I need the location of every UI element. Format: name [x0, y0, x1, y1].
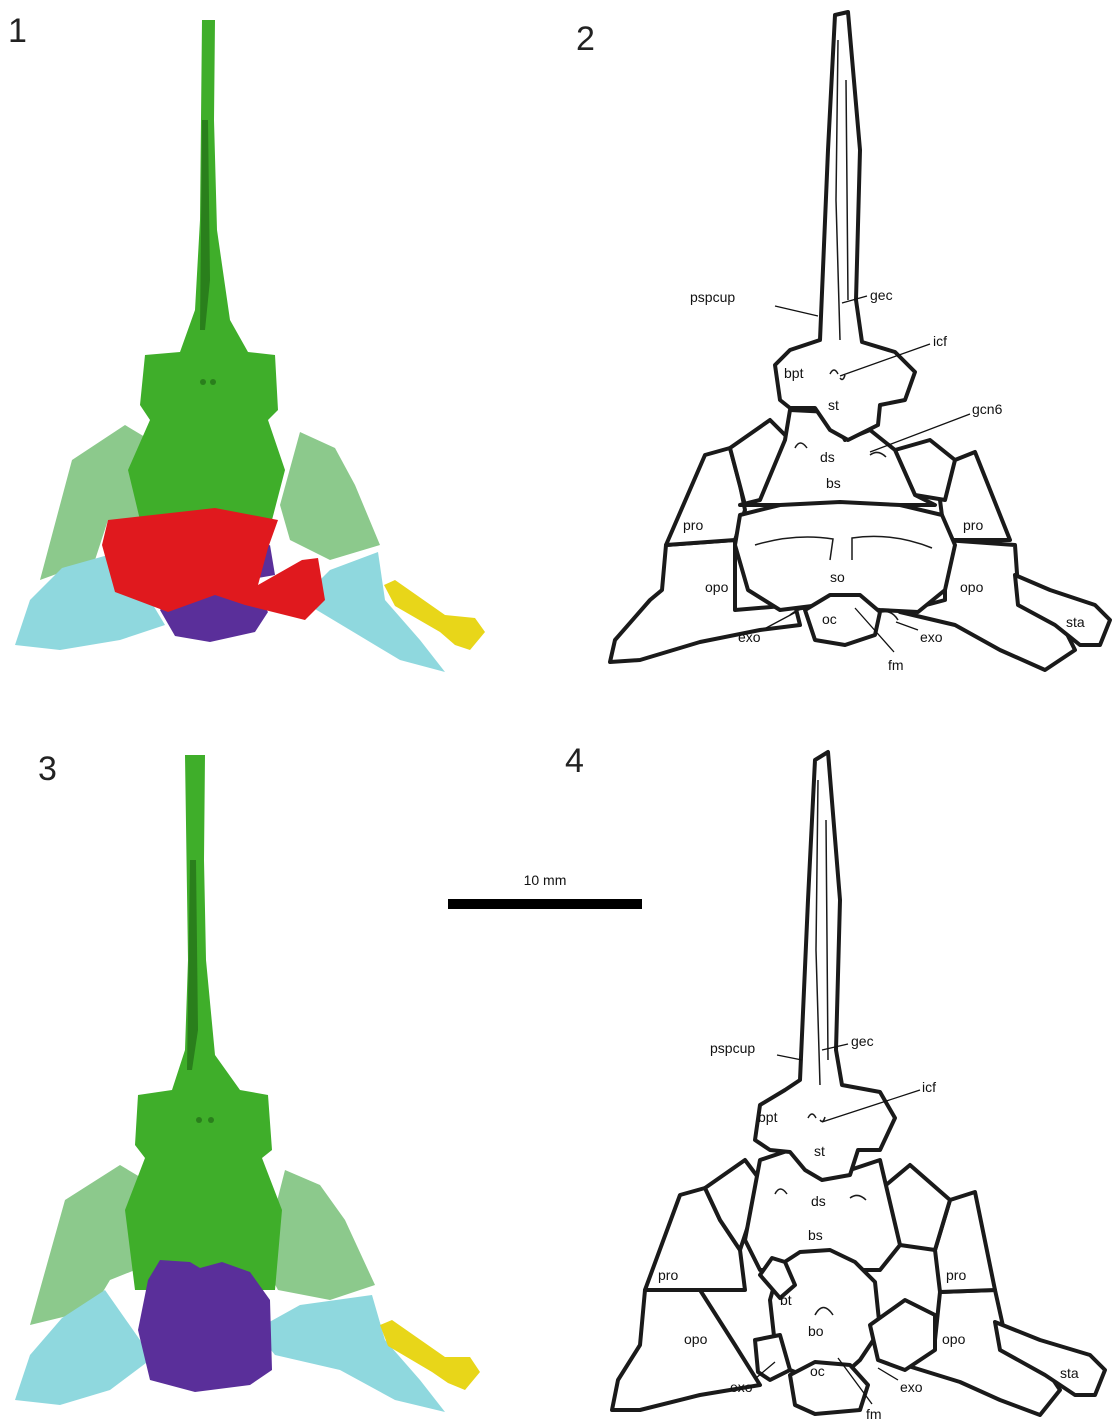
p3-basioccipital [138, 1260, 272, 1392]
p2-label-opo-right: opo [960, 579, 984, 595]
p2-label-bs: bs [826, 475, 841, 491]
p3-prootic-left [30, 1165, 145, 1325]
p2-label-pspcup: pspcup [690, 289, 735, 305]
p4-label-st: st [814, 1143, 825, 1159]
panel-number-1: 1 [8, 12, 27, 50]
panel-1-model [15, 20, 485, 672]
p4-label-exo-right: exo [900, 1379, 923, 1395]
p2-label-sta: sta [1066, 614, 1085, 630]
p2-label-opo-left: opo [705, 579, 729, 595]
p4-label-icf: icf [922, 1079, 936, 1095]
panel-number-4: 4 [565, 742, 584, 780]
p3-parasphenoid [125, 755, 282, 1290]
panel-4-drawing: pspcup gec icf bpt st ds bs pro pro bt b… [612, 752, 1105, 1421]
p4-label-pro-left: pro [658, 1267, 678, 1283]
scale-bar: 10 mm [448, 872, 642, 909]
p4-label-pro-right: pro [946, 1267, 966, 1283]
scale-bar-label: 10 mm [524, 872, 567, 888]
p4-label-gec: gec [851, 1033, 874, 1049]
p2-label-gcn6: gcn6 [972, 401, 1003, 417]
p2-exo-right [882, 612, 898, 620]
leader-line [896, 622, 918, 630]
p3-foramen-left [196, 1117, 202, 1123]
p2-label-pro-left: pro [683, 517, 703, 533]
panel-number-2: 2 [576, 20, 595, 58]
panel-number-3: 3 [38, 750, 57, 788]
p4-label-fm: fm [866, 1406, 882, 1421]
p4-label-bt: bt [780, 1292, 792, 1308]
panel-3-model [15, 755, 480, 1412]
p4-occipital-condyle [790, 1362, 868, 1414]
p4-label-bpt: bpt [758, 1109, 778, 1125]
p1-prootic-right [280, 432, 380, 560]
p2-label-fm: fm [888, 657, 904, 673]
p2-label-ds: ds [820, 449, 835, 465]
p2-label-exo-left: exo [738, 629, 761, 645]
p4-label-ds: ds [811, 1193, 826, 1209]
p2-label-icf: icf [933, 333, 947, 349]
p3-foramen-right [208, 1117, 214, 1123]
panel-2-drawing: pspcup gec icf bpt st gcn6 ds bs pro pro… [610, 12, 1110, 673]
p2-label-st: st [828, 397, 839, 413]
p4-label-bs: bs [808, 1227, 823, 1243]
p4-label-bo: bo [808, 1323, 824, 1339]
leader-line [777, 1055, 802, 1060]
scale-bar-line [448, 899, 642, 909]
leader-line [775, 306, 818, 316]
leader-line [878, 1368, 898, 1380]
p4-label-oc: oc [810, 1363, 825, 1379]
p4-label-pspcup: pspcup [710, 1040, 755, 1056]
p2-label-exo-right: exo [920, 629, 943, 645]
p4-label-opo-right: opo [942, 1331, 966, 1347]
p2-label-pro-right: pro [963, 517, 983, 533]
p4-label-sta: sta [1060, 1365, 1079, 1381]
p1-foramen-right [210, 379, 216, 385]
p2-occipital-condyle [805, 595, 880, 645]
p2-label-bpt: bpt [784, 365, 804, 381]
p1-foramen-left [200, 379, 206, 385]
p2-label-so: so [830, 569, 845, 585]
p2-label-gec: gec [870, 287, 893, 303]
p4-label-exo-left: exo [730, 1379, 753, 1395]
p2-label-oc: oc [822, 611, 837, 627]
p4-label-opo-left: opo [684, 1331, 708, 1347]
